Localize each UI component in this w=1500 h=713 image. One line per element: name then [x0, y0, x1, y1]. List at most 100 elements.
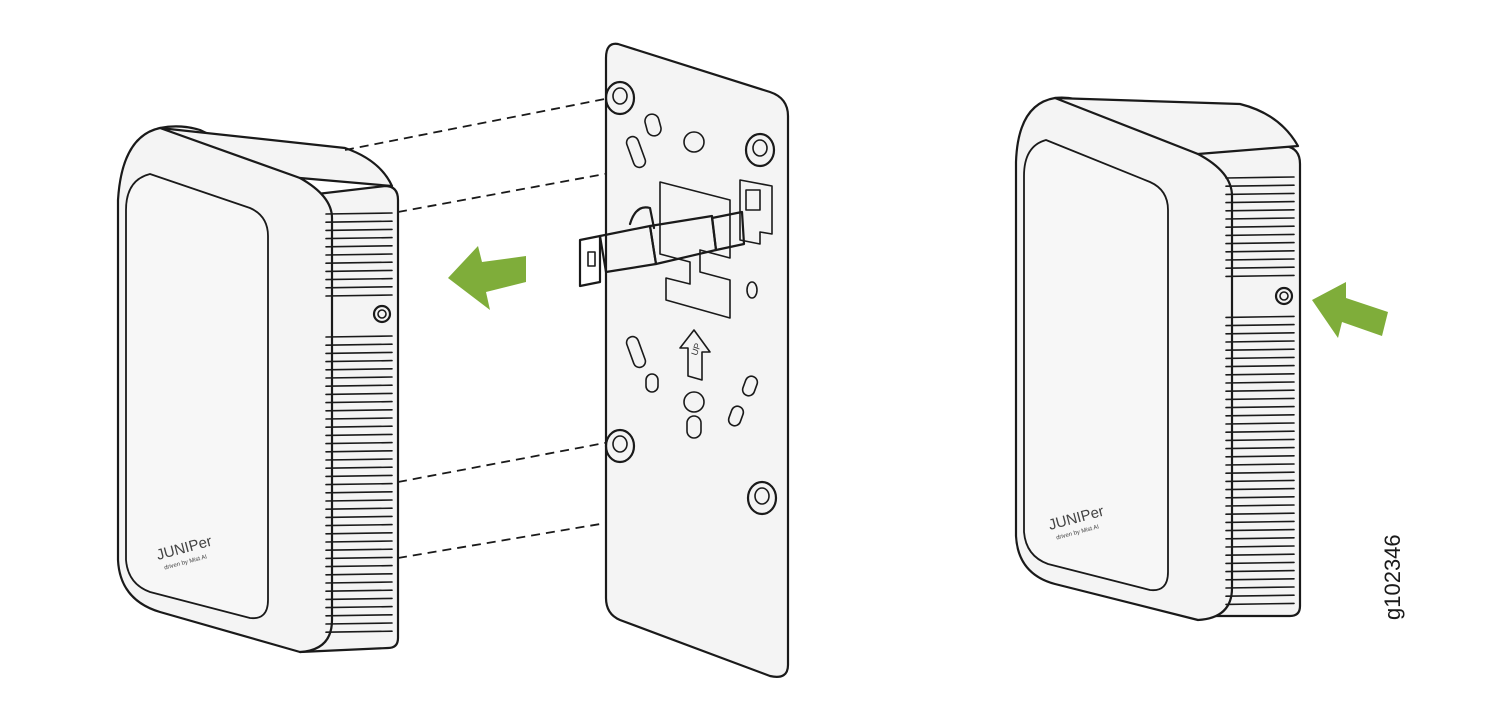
vent-slot	[325, 589, 393, 592]
vent-slot	[325, 417, 393, 420]
vent-slot	[325, 482, 393, 486]
vent-slot	[1225, 438, 1295, 442]
vent-slot	[325, 409, 393, 412]
vent-slot	[1225, 545, 1295, 548]
vent-slot	[1225, 266, 1295, 269]
vent-slot	[325, 564, 393, 568]
vent-slot	[325, 581, 393, 584]
vent-slot	[1225, 405, 1295, 409]
ethernet-cable	[578, 206, 746, 288]
vent-slot	[325, 376, 393, 379]
vent-slot	[1225, 323, 1295, 327]
vent-slot	[1225, 487, 1295, 491]
vent-slot	[1225, 512, 1295, 515]
vent-slot	[1225, 225, 1295, 228]
vent-slot	[1225, 422, 1295, 425]
vent-slot	[325, 343, 393, 346]
vent-slot	[1225, 200, 1295, 204]
vent-slot	[1225, 561, 1295, 565]
vent-slot	[1225, 455, 1295, 458]
access-point-right: JUNIPer driven by Mist AI	[1014, 96, 1302, 622]
vent-slot	[1225, 192, 1295, 196]
vent-slot	[325, 359, 393, 363]
vent-slot	[325, 622, 393, 625]
vent-slot	[1225, 389, 1295, 392]
vent-slot	[1225, 364, 1295, 368]
vent-slot	[1225, 578, 1295, 581]
vent-slot	[1225, 479, 1295, 483]
vent-slot	[1225, 463, 1295, 466]
vent-slot	[325, 392, 393, 396]
vent-slot	[1225, 348, 1295, 351]
access-point-left: JUNIPer driven by Mist AI	[116, 125, 400, 654]
vent-slot	[1225, 340, 1295, 343]
vent-slot	[1225, 250, 1295, 253]
vent-grille	[325, 212, 393, 633]
vent-slot	[1225, 381, 1295, 384]
vent-slot	[325, 532, 393, 535]
vent-slot	[1225, 209, 1295, 212]
vent-slot	[1225, 471, 1295, 474]
vent-slot	[1225, 258, 1295, 261]
vent-slot	[1225, 176, 1295, 179]
vent-slot	[1225, 496, 1295, 499]
vent-slot	[1225, 446, 1295, 450]
vent-slot	[325, 286, 393, 289]
vent-slot	[1225, 430, 1295, 433]
vent-slot	[1225, 504, 1295, 507]
vent-slot	[325, 277, 393, 281]
vent-slot	[1225, 537, 1295, 540]
vent-slot	[1225, 274, 1295, 278]
vent-slot	[325, 515, 393, 519]
vent-slot	[325, 294, 393, 297]
mounting-bracket: UP	[578, 42, 790, 678]
bracket-up-label: UP	[689, 342, 703, 357]
vent-slot	[1225, 414, 1295, 417]
vent-slot	[325, 368, 393, 371]
up-arrow-icon: UP	[679, 329, 711, 381]
bracket-screw-top-left	[604, 80, 636, 116]
vent-slot	[325, 605, 393, 609]
vent-slot	[325, 228, 393, 232]
bracket-screw-top-right	[744, 132, 776, 168]
vent-slot	[325, 597, 393, 601]
vent-grille	[1225, 176, 1295, 606]
vent-slot	[325, 450, 393, 453]
vent-slot	[325, 466, 393, 469]
vent-slot	[325, 335, 393, 338]
vent-slot	[325, 458, 393, 461]
vent-slot	[1225, 586, 1295, 589]
vent-slot	[1225, 397, 1295, 401]
arrow-insert-icon	[1312, 282, 1388, 338]
vent-slot	[325, 433, 393, 437]
vent-slot	[1225, 315, 1295, 319]
vent-slot	[1225, 233, 1295, 237]
vent-slot	[325, 614, 393, 617]
vent-slot	[1225, 356, 1295, 360]
vent-slot	[325, 474, 393, 478]
vent-slot	[325, 425, 393, 428]
vent-slot	[325, 441, 393, 445]
vent-slot	[325, 548, 393, 551]
bracket-screw-bottom-left	[604, 428, 636, 464]
vent-slot	[325, 630, 393, 633]
vent-slot	[325, 351, 393, 355]
vent-slot	[325, 523, 393, 527]
vent-slot	[1225, 602, 1295, 606]
vent-slot	[1225, 553, 1295, 556]
vent-slot	[325, 400, 393, 404]
vent-slot	[1225, 528, 1295, 532]
vent-slot	[325, 540, 393, 543]
vent-slot	[1225, 373, 1295, 376]
vent-slot	[1225, 184, 1295, 187]
vent-slot	[325, 556, 393, 560]
vent-slot	[325, 236, 393, 240]
vent-slot	[1225, 569, 1295, 573]
vent-slot	[1225, 520, 1295, 524]
vent-slot	[325, 573, 393, 576]
vent-slot	[1225, 594, 1295, 597]
vent-slot	[1225, 241, 1295, 245]
vent-slot	[325, 245, 393, 248]
vent-slot	[325, 507, 393, 510]
